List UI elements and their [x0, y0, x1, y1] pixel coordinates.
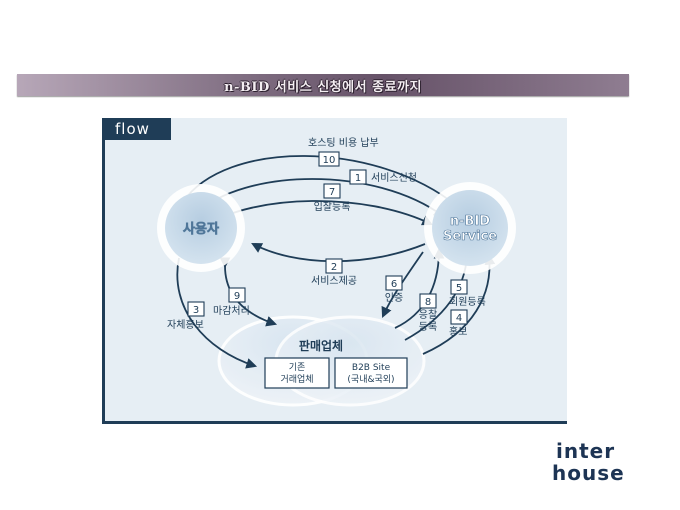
step-2-label: 서비스제공: [311, 275, 357, 287]
step-5-label: 회원등록: [449, 296, 486, 308]
step-6-number: 6: [391, 279, 397, 290]
step-6-label: 인증: [385, 292, 403, 304]
step-6-badge: [385, 275, 403, 291]
flow-tab: [105, 118, 171, 140]
existing-partners-box: [264, 357, 330, 389]
step-1-badge: [349, 169, 367, 185]
b2b-site-label-1: B2B Site: [352, 363, 391, 373]
step-8-number: 8: [425, 297, 431, 308]
step-10-number: 10: [323, 155, 336, 166]
b2b-site-label-2: (국내&국외): [347, 373, 394, 385]
arrow-step-10: [182, 155, 459, 208]
user-node-label: 사용자: [183, 221, 219, 237]
step-5-badge: [450, 279, 468, 295]
nbid-node-label-1: n-BID: [450, 214, 490, 229]
step-5-number: 5: [456, 283, 462, 294]
existing-partners-label-1: 기존: [289, 362, 306, 373]
step-7-number: 7: [329, 187, 335, 198]
arrow-step-3: [176, 257, 258, 369]
seller-label: 판매업체: [299, 338, 343, 353]
step-3-number: 3: [193, 305, 199, 316]
step-3-label: 자체홍보: [167, 318, 204, 331]
step-2-number: 2: [331, 262, 337, 273]
step-10-badge: [318, 151, 340, 167]
step-8-label-1: 응찰: [419, 309, 437, 321]
step-9-number: 9: [234, 291, 240, 302]
step-1-label: 서비스신청: [371, 172, 417, 184]
step-10-label: 호스팅 비용 납부: [308, 137, 379, 149]
step-8-badge: [419, 293, 437, 309]
step-4-number: 4: [456, 313, 462, 324]
page-title: n-BID 서비스 신청에서 종료까지: [224, 79, 422, 95]
flow-diagram-svg: flow 사용자 n-BID Service 판매업체 기존 거래: [105, 118, 516, 407]
step-4-label: 홍보: [449, 325, 467, 338]
flow-diagram: flow 사용자 n-BID Service 판매업체 기존 거래: [102, 118, 567, 424]
b2b-site-box: [334, 357, 408, 389]
step-3-badge: [187, 301, 205, 317]
nbid-node-label-2: Service: [443, 229, 497, 244]
step-7-badge: [323, 183, 341, 199]
logo-line-2: house: [552, 461, 625, 485]
step-1-number: 1: [355, 173, 361, 184]
step-4-badge: [450, 309, 468, 325]
interhouse-logo: inter house: [552, 439, 625, 485]
user-node: [165, 192, 237, 264]
nbid-node: [432, 190, 508, 266]
step-8-label-2: 등록: [419, 321, 437, 333]
step-9-badge: [228, 287, 246, 303]
logo-line-1: inter: [556, 439, 615, 463]
step-2-badge: [325, 258, 343, 274]
flow-tab-label: flow: [115, 120, 150, 138]
step-7-label: 입찰등록: [314, 200, 351, 213]
title-bar: n-BID 서비스 신청에서 종료까지: [17, 74, 629, 96]
step-9-label: 마감처리: [213, 305, 250, 317]
existing-partners-label-2: 거래업체: [280, 374, 313, 385]
